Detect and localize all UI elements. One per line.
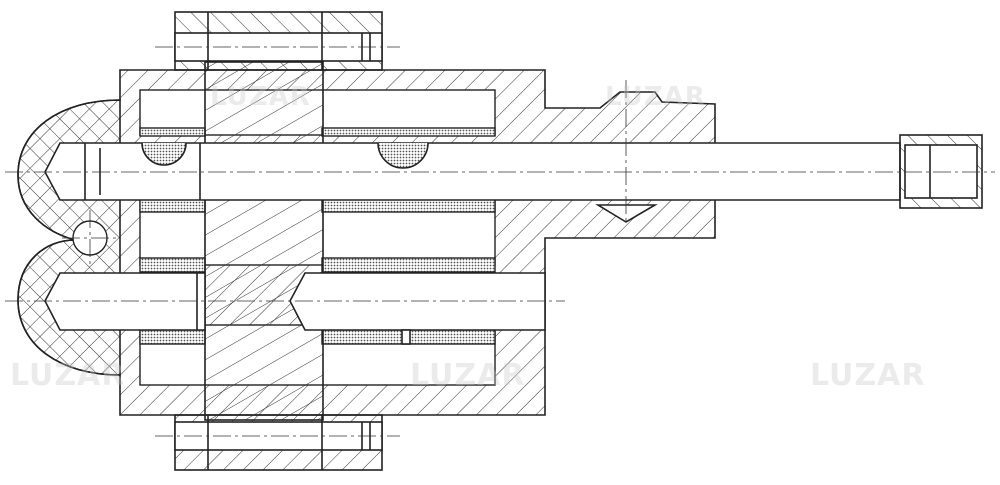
drive-shaft: [44, 134, 983, 223]
watermark-logo-2: LUZAR: [210, 82, 311, 112]
watermark-logo-1: LUZAR: [605, 82, 706, 112]
watermark-brand-5: LUZAR: [810, 358, 926, 393]
drive-gear-bottom: [174, 414, 383, 471]
watermark-brand-2: LUZAR: [210, 82, 311, 112]
center-gear-block: [204, 61, 324, 421]
watermark-logo-4: LUZAR: [410, 358, 525, 393]
watermark-logo-5: LUZAR: [810, 358, 925, 393]
watermark-brand-3: LUZAR: [10, 358, 126, 393]
idler-shaft-left: [44, 272, 206, 331]
idler-shaft-right: [289, 272, 546, 345]
watermark-brand-1: LUZAR: [605, 82, 706, 112]
center-lines: [5, 46, 995, 437]
watermark-logo-3: LUZAR: [10, 358, 125, 393]
watermark-brand-4: LUZAR: [410, 358, 526, 393]
